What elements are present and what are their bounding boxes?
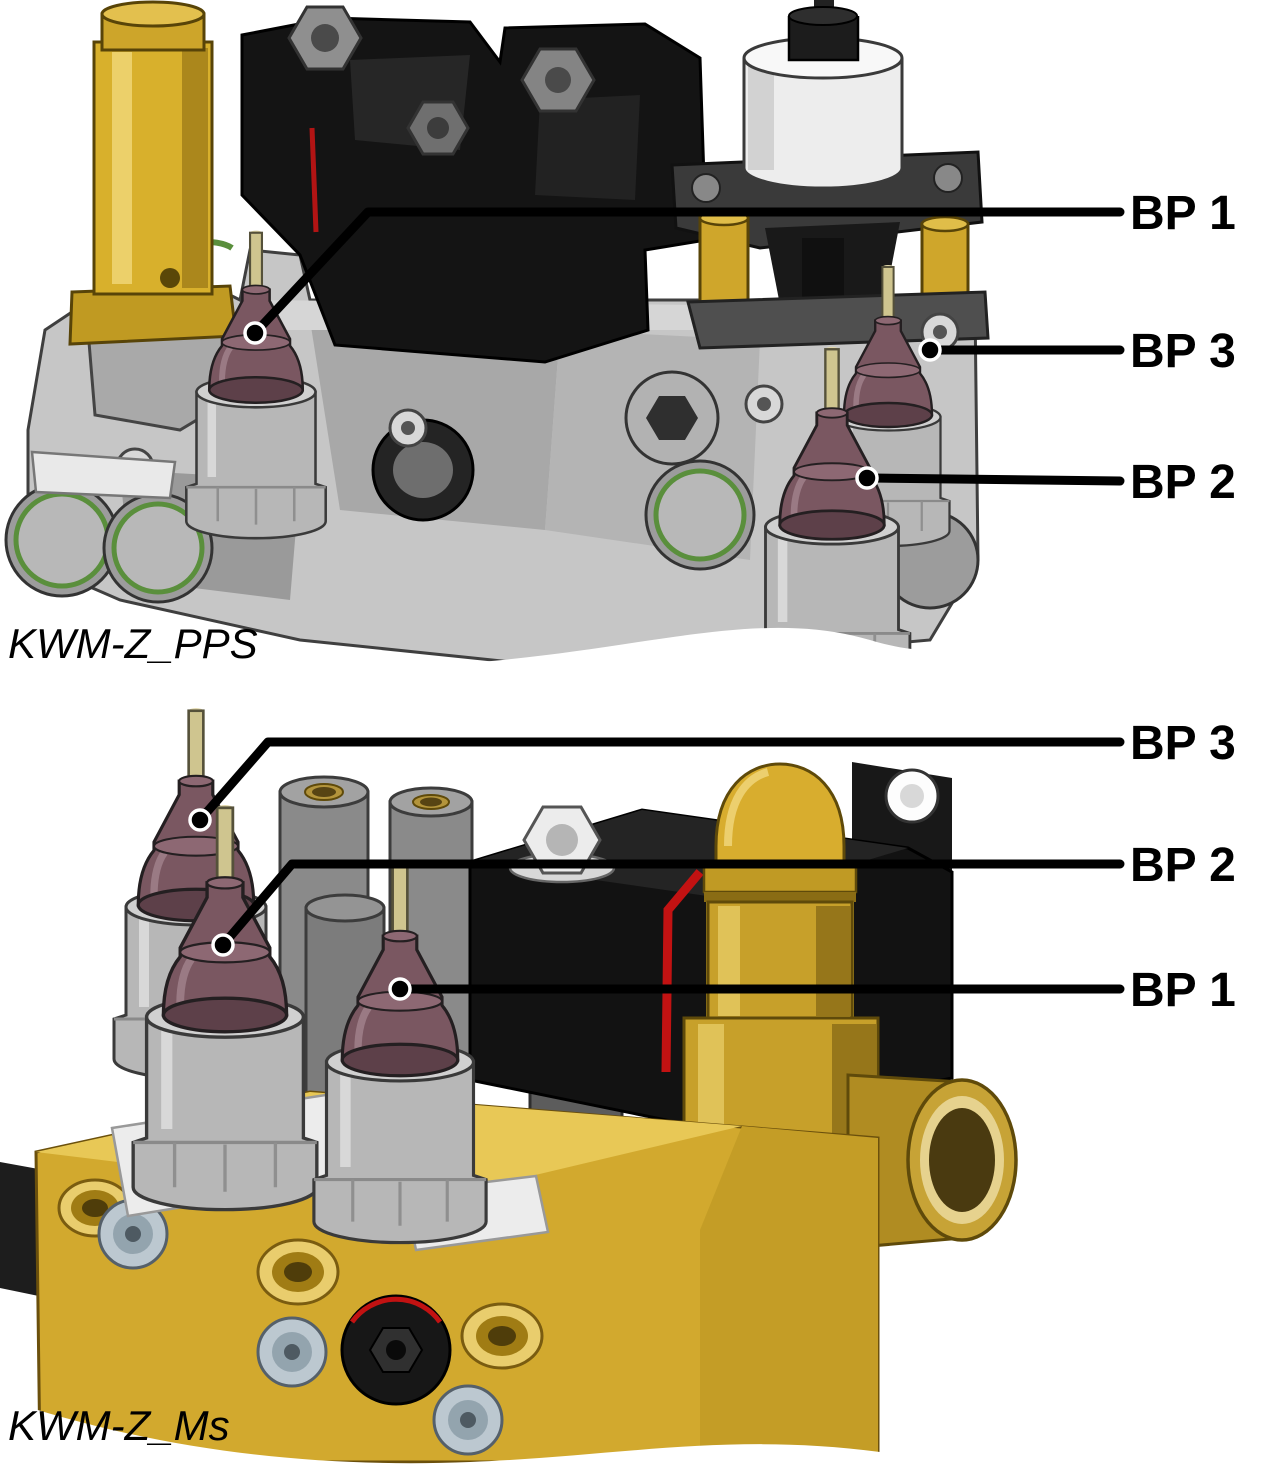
gold-cartridge-valve bbox=[68, 0, 238, 432]
torx-screw bbox=[256, 1316, 328, 1388]
hex-nut bbox=[406, 100, 470, 156]
port-with-oring bbox=[4, 482, 120, 598]
dark-bore bbox=[371, 418, 475, 522]
recessed-port bbox=[256, 1238, 340, 1306]
figure-caption: KWM-Z_PPS bbox=[8, 620, 258, 667]
hex-plug bbox=[340, 1294, 452, 1406]
callout-bp2: BP 2 bbox=[855, 456, 1236, 509]
torx-screw bbox=[744, 384, 784, 424]
callout-bp1: BP 1 bbox=[388, 964, 1236, 1017]
port-with-oring bbox=[644, 459, 756, 571]
callout-dot bbox=[855, 466, 879, 490]
hex-recess bbox=[624, 370, 720, 466]
callout-dot bbox=[918, 338, 942, 362]
hex-nut bbox=[520, 47, 596, 113]
figure-cutoff-wave bbox=[0, 1398, 900, 1470]
figure-caption: KWM-Z_Ms bbox=[8, 1402, 230, 1449]
white-bracket bbox=[30, 450, 177, 500]
callout-label: BP 1 bbox=[1130, 187, 1236, 240]
red-accent-line bbox=[309, 127, 319, 233]
hex-nut bbox=[522, 805, 602, 875]
callout-dot bbox=[243, 321, 267, 345]
black-cap bbox=[787, 0, 860, 62]
callout-dot bbox=[388, 977, 412, 1001]
figure-kwm-z-ms: KWM-Z_Ms BP 3 BP 2 BP 1 bbox=[0, 708, 1236, 1470]
figure-cutoff-wave bbox=[0, 590, 995, 700]
callout-label: BP 2 bbox=[1130, 456, 1236, 509]
white-cylinder-unit bbox=[670, 0, 990, 352]
gold-pillar bbox=[698, 209, 750, 308]
torx-screw bbox=[97, 1198, 169, 1270]
callout-line bbox=[250, 207, 1125, 338]
callout-line bbox=[867, 473, 1125, 486]
red-accent-stripe bbox=[661, 869, 704, 1073]
torx-screw bbox=[388, 408, 428, 448]
callout-line bbox=[218, 859, 1125, 950]
callout-label: BP 2 bbox=[1130, 839, 1236, 892]
callout-line bbox=[195, 737, 1125, 825]
callout-label: BP 3 bbox=[1130, 325, 1236, 378]
recessed-port bbox=[460, 1302, 544, 1370]
callout-label: BP 3 bbox=[1130, 717, 1236, 770]
torx-screw bbox=[432, 1384, 504, 1456]
figure-kwm-z-pps: KWM-Z_PPS BP 1 BP 3 BP 2 bbox=[0, 0, 1236, 700]
callout-bp2: BP 2 bbox=[211, 839, 1236, 957]
hex-nut bbox=[287, 5, 363, 71]
port-with-oring bbox=[102, 492, 214, 604]
callout-bp1: BP 1 bbox=[243, 187, 1236, 345]
callout-dot bbox=[211, 933, 235, 957]
callout-label: BP 1 bbox=[1130, 964, 1236, 1017]
callout-bp3: BP 3 bbox=[918, 325, 1236, 378]
callout-dot bbox=[188, 808, 212, 832]
dark-bracket bbox=[852, 762, 952, 872]
callout-bp3: BP 3 bbox=[188, 717, 1236, 832]
solenoid-coils bbox=[240, 5, 708, 364]
